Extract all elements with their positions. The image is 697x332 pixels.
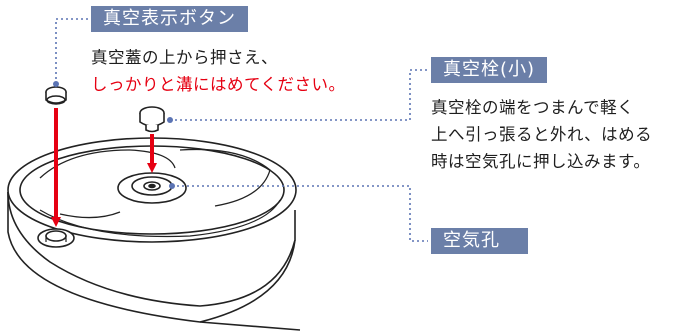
indicator-instruction-warning: しっかりと溝にはめてください。 [91,75,346,94]
plug-instruction-line-2: 上へ引っ張ると外れ、はめる [431,125,653,144]
air-hole-label: 空気孔 [431,228,528,254]
vacuum-indicator-label: 真空表示ボタン [91,6,248,32]
vacuum-plug-label: 真空栓(小) [431,57,548,83]
vacuum-lid [7,137,301,331]
vacuum-plug-part [139,106,165,133]
indicator-instruction-line-1: 真空蓋の上から押さえ、 [91,48,278,67]
indicator-leader-dot [53,81,59,87]
plug-instruction-line-1: 真空栓の端をつまんで軽く [431,98,635,117]
leader-lines [55,18,428,242]
air-hole-leader-dot [169,183,175,189]
indicator-instruction: 真空蓋の上から押さえ、 しっかりと溝にはめてください。 [91,44,346,98]
plug-instruction-line-3: 時は空気孔に押し込みます。 [431,152,651,171]
plug-instruction: 真空栓の端をつまんで軽く 上へ引っ張ると外れ、はめる 時は空気孔に押し込みます。 [431,94,652,175]
plug-leader-dot [167,117,173,123]
vacuum-indicator-part [45,86,67,105]
